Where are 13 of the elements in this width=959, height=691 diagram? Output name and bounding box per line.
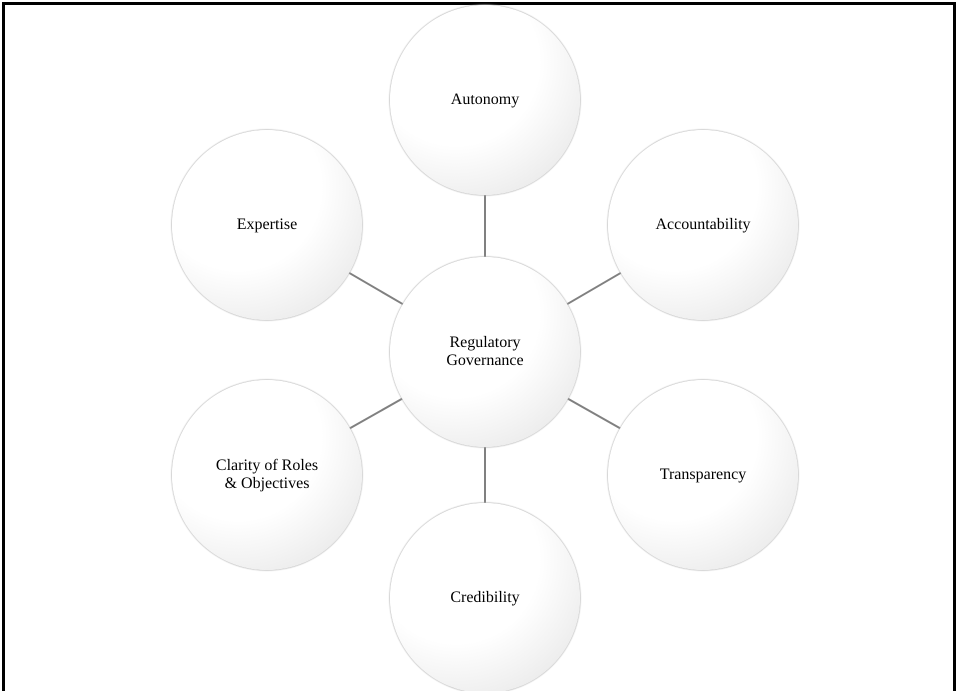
connector-line bbox=[567, 398, 621, 430]
circle-label: Credibility bbox=[449, 588, 521, 608]
circle-label: Accountability bbox=[654, 216, 752, 234]
connector-line bbox=[348, 272, 404, 306]
circle-label: Transparency bbox=[658, 466, 748, 484]
circle-label: Clarity of Roles & Objectives bbox=[214, 456, 320, 494]
circle-label: Autonomy bbox=[450, 90, 520, 110]
connector-line bbox=[484, 447, 486, 503]
connector-line bbox=[484, 195, 486, 257]
circle-label: Expertise bbox=[236, 216, 298, 234]
connector-line bbox=[349, 398, 403, 430]
circle-label: Regulatory Governance bbox=[445, 334, 525, 370]
connector-line bbox=[566, 272, 622, 306]
